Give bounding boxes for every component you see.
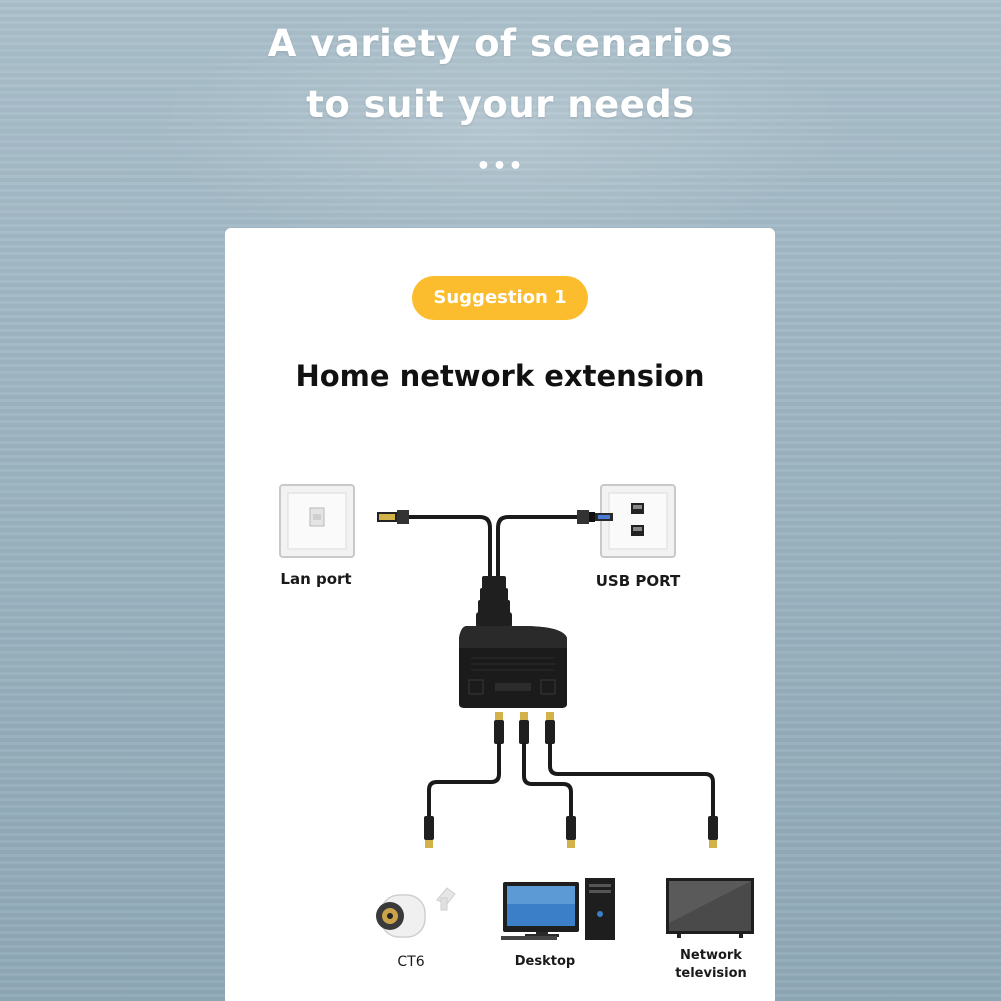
background-glow [150,0,850,260]
splitter-hub [459,626,567,708]
headline-line-2: to suit your needs [306,83,695,126]
tv-label-line-2: television [675,966,747,981]
camera-label: CT6 [397,954,425,970]
rj45-plug-icon [708,816,718,848]
splitter-boot [476,576,512,628]
desktop-computer-icon [501,878,615,940]
rj45-plug-icon [545,712,555,744]
usb-port-label: USB PORT [595,572,681,590]
rj45-plug-icon [424,816,434,848]
tv-label-line-1: Network [680,948,742,963]
usb-plug-icon [577,510,613,524]
desktop-label: Desktop [514,954,576,969]
rj45-plug-icon [494,712,504,744]
ellipsis-dots: ••• [476,154,525,179]
suggestion-badge: Suggestion 1 [412,276,588,320]
security-camera-icon [376,887,456,938]
rj45-plug-icon [566,816,576,848]
lan-wall-plate-icon [279,484,355,558]
scenario-card: Suggestion 1 Home network extension [225,228,775,1001]
connection-diagram [279,484,754,940]
usb-wall-plate-icon [600,484,676,558]
rj45-plug-icon [377,510,409,524]
lan-port-label: Lan port [280,570,352,588]
television-icon [666,878,754,938]
rj45-plug-icon [519,712,529,744]
headline-line-1: A variety of scenarios [267,22,734,65]
card-title: Home network extension [295,359,705,393]
lower-cables [427,742,715,820]
upper-cables [405,515,585,582]
